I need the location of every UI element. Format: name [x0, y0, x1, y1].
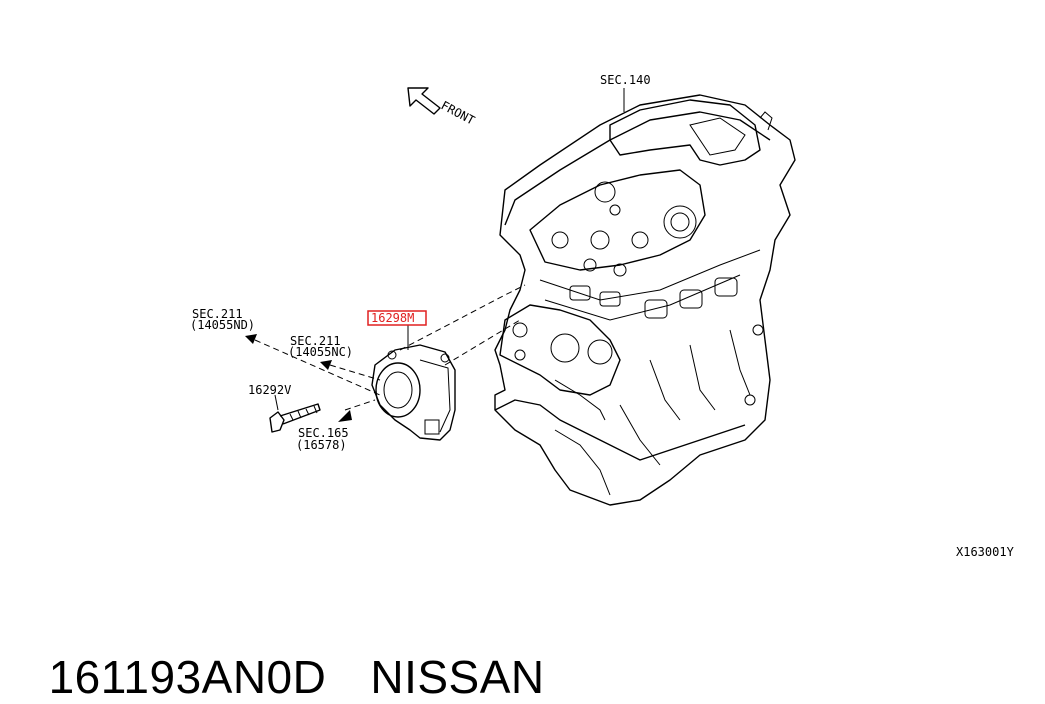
label-sec211-a: SEC.211: [192, 307, 243, 321]
label-sec165: SEC.165: [298, 426, 349, 440]
throttle-body: [371, 344, 456, 441]
highlight-box: [367, 310, 427, 326]
label-part-16298m[interactable]: 16298M: [371, 311, 414, 325]
part-caption: 161193AN0D NISSAN: [22, 596, 545, 704]
label-front: FRONT: [439, 98, 477, 127]
label-drawing-id: X163001Y: [956, 545, 1015, 559]
leader-lines: [254, 88, 625, 411]
label-sec211-b: SEC.211: [290, 334, 341, 348]
brand-name: NISSAN: [370, 651, 545, 703]
arrow-icon: [338, 410, 352, 422]
callout-labels: SEC.140 FRONT SEC.211 (14055ND) SEC.211 …: [190, 73, 1015, 559]
direction-arrows: [245, 87, 441, 422]
arrow-icon: [245, 334, 257, 344]
parts-diagram: SEC.140 FRONT SEC.211 (14055ND) SEC.211 …: [190, 73, 1015, 559]
arrow-icon: [320, 360, 332, 370]
part-number: 161193AN0D: [48, 651, 327, 703]
label-sec140: SEC.140: [600, 73, 651, 87]
label-sec211-a-code: (14055ND): [190, 318, 255, 332]
front-arrow-icon: [407, 87, 441, 115]
label-sec211-b-code: (14055NC): [288, 345, 353, 359]
bolt-16292v: [269, 403, 321, 433]
label-part-16292v: 16292V: [248, 383, 291, 397]
label-sec165-code: (16578): [296, 438, 347, 452]
engine-assembly: [494, 94, 796, 506]
